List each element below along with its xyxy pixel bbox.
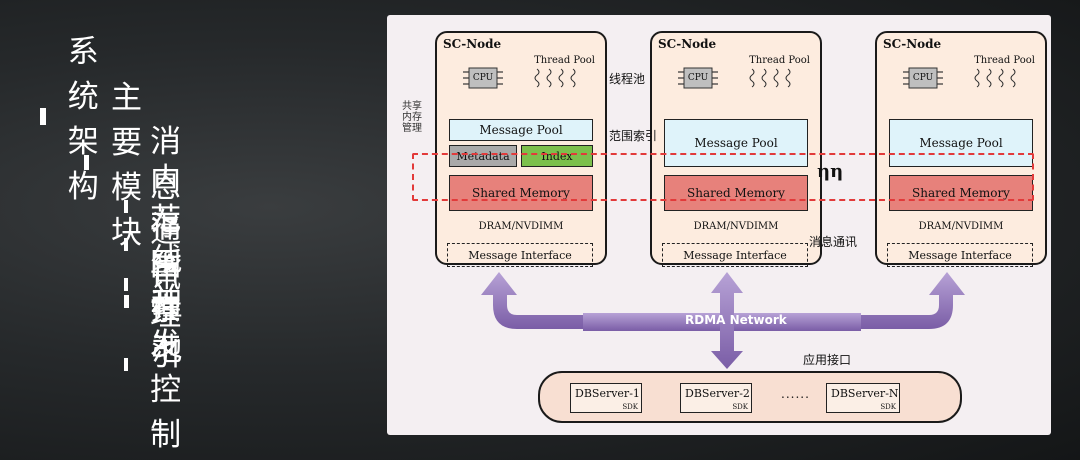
- message-pool: Message Pool: [664, 119, 808, 167]
- bullet-square-icon: [124, 357, 129, 371]
- cpu-label: CPU: [472, 73, 494, 83]
- message-interface: Message Interface: [447, 243, 593, 267]
- network-arrow-left: [481, 272, 587, 329]
- node-title: SC-Node: [658, 37, 717, 51]
- db-server-sdk: SDK: [880, 403, 896, 411]
- note-messaging: 消息通讯: [809, 235, 858, 249]
- cpu-chip-icon: [903, 67, 943, 89]
- db-server-name: DBServer-1: [575, 387, 640, 400]
- message-interface: Message Interface: [887, 243, 1033, 267]
- db-server-name: DBServer-N: [831, 387, 899, 400]
- outline-subtitle-text: 主要模块: [110, 80, 142, 251]
- outline-item-text: 内存管理: [150, 162, 182, 333]
- shared-memory: Shared Memory: [449, 175, 593, 211]
- rdma-network-arrows: [481, 272, 965, 369]
- node-title: SC-Node: [883, 37, 942, 51]
- architecture-diagram: SC-Node CPU Thread Pool Message Pool Met…: [387, 15, 1051, 435]
- outline-item-text: 线程池: [151, 242, 183, 368]
- outline-subtitle: 主要模块: [84, 72, 152, 252]
- thread-pool-label: Thread Pool: [749, 55, 810, 66]
- db-server-sdk: SDK: [622, 403, 638, 411]
- sc-node-1: SC-Node CPU Thread Pool Message Pool Met…: [435, 31, 607, 267]
- db-server-n: DBServer-N SDK: [826, 383, 900, 413]
- dram-label: DRAM/NVDIMM: [478, 221, 564, 232]
- bullet-square-icon: [40, 107, 46, 125]
- db-server-2: DBServer-2 SDK: [680, 383, 752, 413]
- shared-memory: Shared Memory: [664, 175, 808, 211]
- thread-wave-icon: [974, 68, 1016, 88]
- network-arrow-center: [711, 272, 743, 369]
- outline-item: 内存管理: [124, 154, 190, 334]
- node-title: SC-Node: [443, 37, 502, 51]
- bullet-square-icon: [124, 199, 129, 213]
- outline-item: 范围索引: [124, 194, 190, 374]
- note-shared-memory-mgmt: 共享内存管理: [402, 101, 422, 134]
- cpu-chip-icon: [678, 67, 718, 89]
- note-range-index: 范围索引: [609, 129, 658, 143]
- outline-title: 系统架构: [40, 26, 110, 206]
- message-pool: Message Pool: [889, 119, 1033, 167]
- message-pool: Message Pool: [449, 119, 593, 141]
- outline-item-text: 并发控制: [150, 282, 182, 453]
- outline-item: 线程池: [124, 234, 190, 369]
- db-server-1: DBServer-1 SDK: [570, 383, 642, 413]
- db-server-group: DBServer-1 SDK DBServer-2 SDK ...... DBS…: [538, 371, 962, 423]
- db-server-sdk: SDK: [732, 403, 748, 411]
- cpu-label: CPU: [687, 73, 709, 83]
- metadata-block: Metadata: [449, 145, 517, 167]
- outline-item: 并发控制: [124, 274, 190, 454]
- ellipsis: ......: [781, 387, 810, 401]
- shared-memory-highlight: [412, 153, 1034, 201]
- sc-node-3: SC-Node CPU Thread Pool Message Pool Sha…: [875, 31, 1047, 267]
- network-arrow-right: [857, 272, 965, 329]
- thread-wave-icon: [749, 68, 791, 88]
- bullet-square-icon: [84, 154, 89, 170]
- shared-memory: Shared Memory: [889, 175, 1033, 211]
- index-block: Index: [521, 145, 593, 167]
- message-interface: Message Interface: [662, 243, 808, 267]
- note-app-interface: 应用接口: [803, 353, 852, 367]
- db-server-name: DBServer-2: [685, 387, 750, 400]
- bullet-square-icon: [124, 295, 130, 308]
- dram-label: DRAM/NVDIMM: [918, 221, 1004, 232]
- thread-pool-label: Thread Pool: [534, 55, 595, 66]
- thread-pool-label: Thread Pool: [974, 55, 1035, 66]
- outline-title-text: 系统架构: [67, 34, 99, 205]
- cpu-label: CPU: [912, 73, 934, 83]
- thread-wave-icon: [534, 68, 576, 88]
- bullet-square-icon: [124, 277, 129, 291]
- cpu-chip-icon: [463, 67, 503, 89]
- outline-item-text: 范围索引: [150, 202, 182, 373]
- rdma-network-label: RDMA Network: [685, 313, 787, 327]
- sc-node-2: SC-Node CPU Thread Pool Message Pool Sha…: [650, 31, 822, 267]
- bullet-square-icon: [124, 237, 129, 251]
- outline-item-text: 消息通讯: [150, 124, 182, 295]
- eta-symbol: ηη: [817, 161, 844, 182]
- outline-item: 消息通讯: [124, 116, 190, 296]
- dram-label: DRAM/NVDIMM: [693, 221, 779, 232]
- note-thread-pool: 线程池: [609, 72, 646, 86]
